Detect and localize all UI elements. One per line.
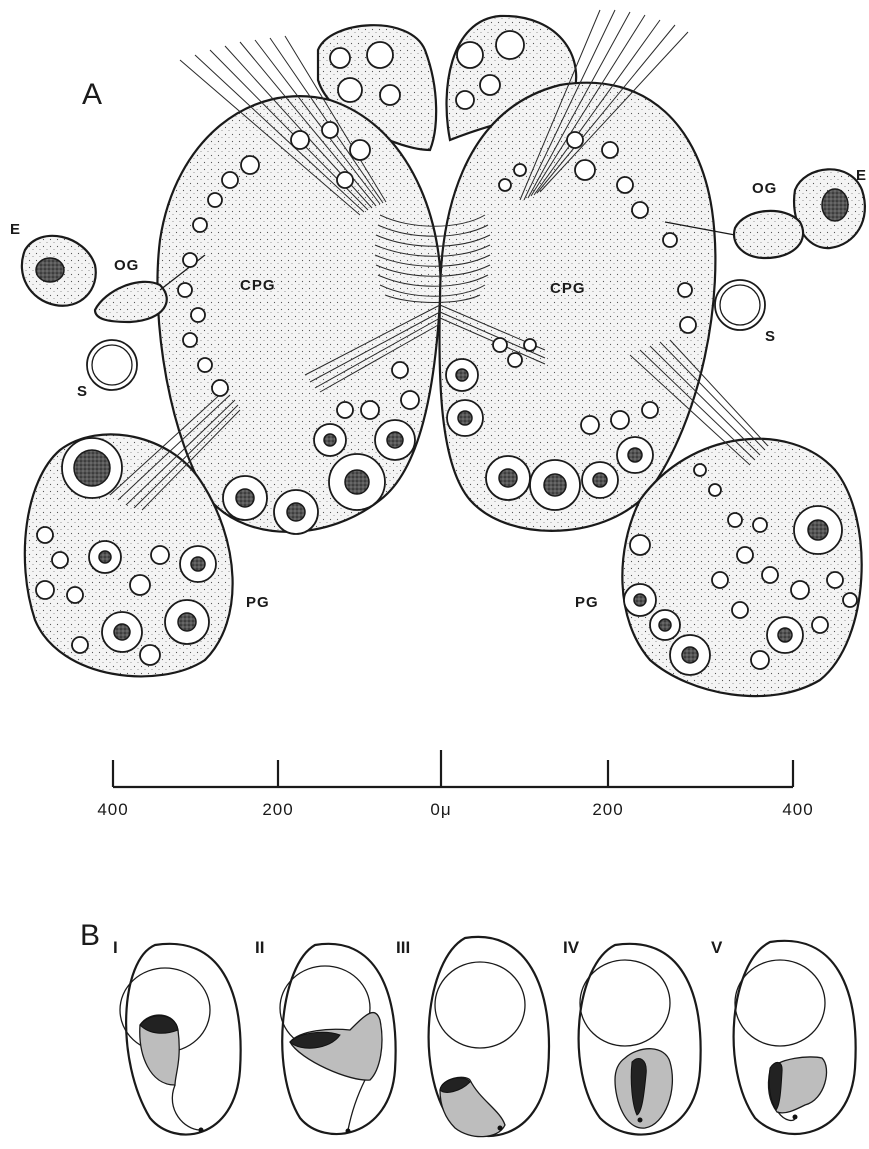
label-s-left: S xyxy=(77,383,88,400)
scale-tick-label: 0μ xyxy=(430,800,451,819)
stage-iv-label: IV xyxy=(563,938,580,957)
stage-iv: IV xyxy=(563,938,701,1135)
label-s-right: S xyxy=(765,328,776,345)
left-og xyxy=(95,282,167,322)
right-eye-pigment xyxy=(822,189,848,221)
stage-v: V xyxy=(711,938,856,1134)
label-pg-right: PG xyxy=(575,594,599,611)
left-statocyst xyxy=(87,340,137,390)
label-og-right: OG xyxy=(752,180,777,197)
stage-v-label: V xyxy=(711,938,723,957)
right-statocyst xyxy=(715,280,765,330)
label-og-left: OG xyxy=(114,257,139,274)
stage-i: I xyxy=(113,938,241,1135)
scale-tick-label: 400 xyxy=(782,800,813,819)
left-eye-pigment xyxy=(36,258,64,282)
scale-tick-label: 200 xyxy=(592,800,623,819)
stage-iii-label: III xyxy=(396,938,410,957)
panel-a-label: A xyxy=(82,78,102,111)
stage-iii: III xyxy=(396,937,549,1137)
panel-b-label: B xyxy=(80,919,100,952)
right-og xyxy=(734,211,803,258)
panel-b: B I II III xyxy=(80,919,856,1137)
scale-tick-label: 400 xyxy=(97,800,128,819)
stage-i-label: I xyxy=(113,938,118,957)
label-cpg-left: CPG xyxy=(240,277,276,294)
label-pg-left: PG xyxy=(246,594,270,611)
label-cpg-right: CPG xyxy=(550,280,586,297)
right-cpg-body xyxy=(439,83,715,531)
label-e-left: E xyxy=(10,221,21,238)
panel-a: A xyxy=(10,10,867,819)
stage-ii-label: II xyxy=(255,938,264,957)
scale-tick-label: 200 xyxy=(262,800,293,819)
label-e-right: E xyxy=(856,167,867,184)
stage-ii: II xyxy=(255,938,396,1134)
scale-bar: 400 200 0μ 200 400 xyxy=(97,750,813,819)
